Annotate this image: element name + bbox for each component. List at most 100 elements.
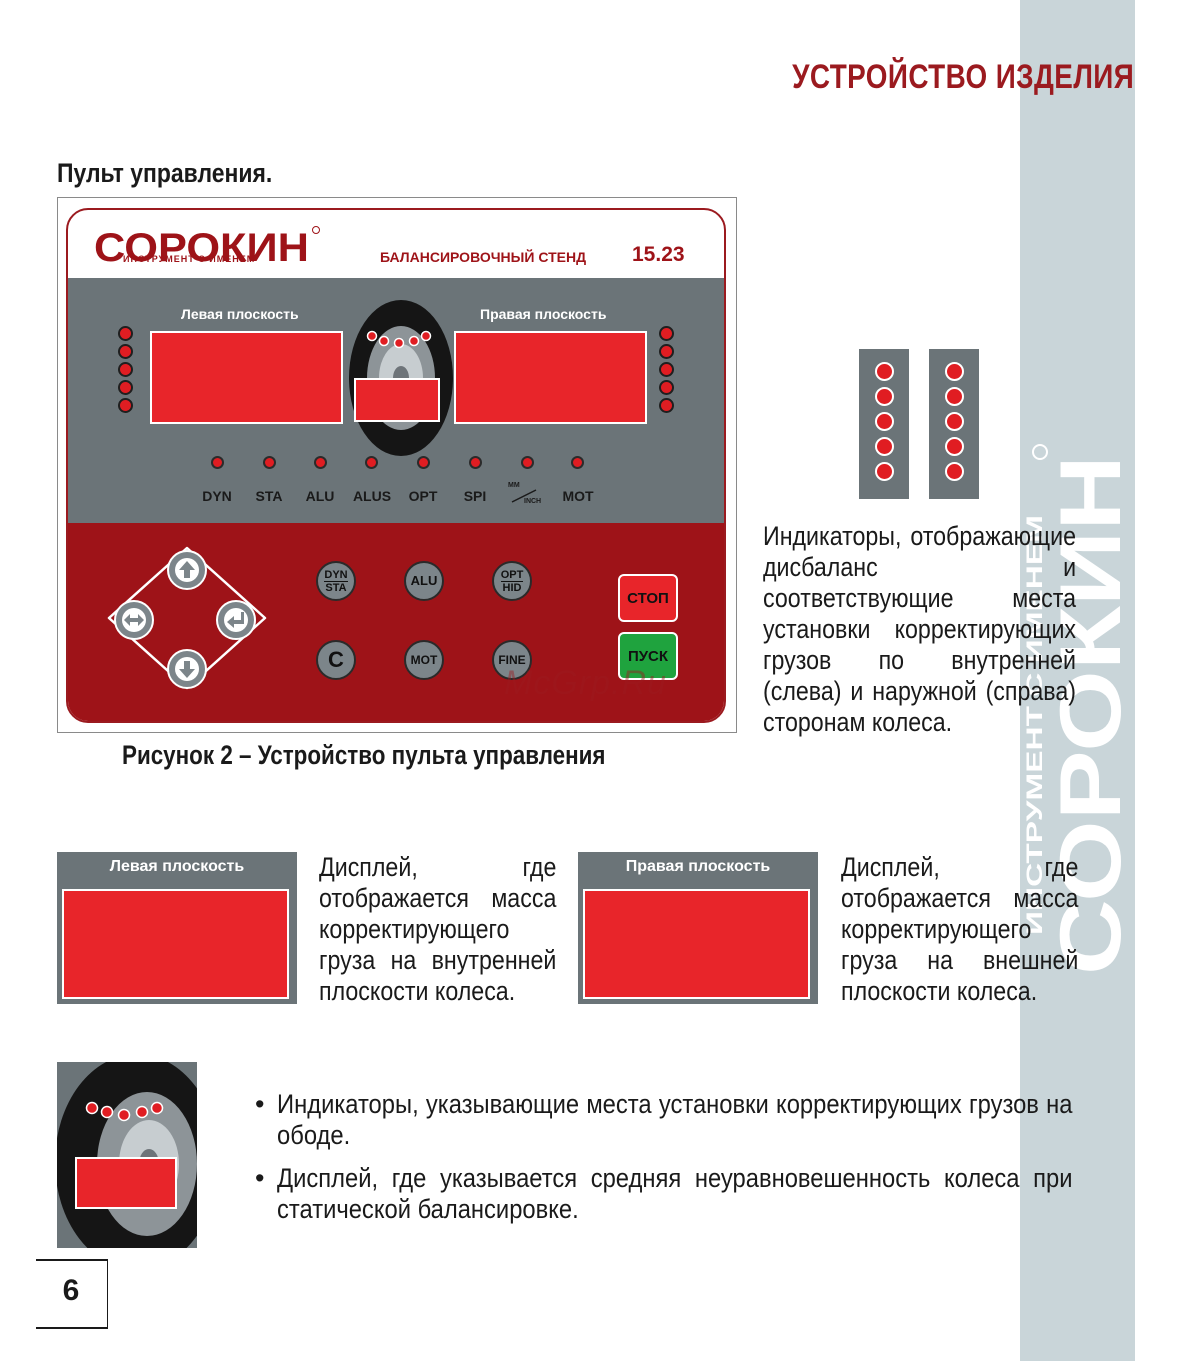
left-display-screen — [62, 889, 289, 999]
mm-label: MM — [508, 482, 520, 489]
led — [659, 326, 674, 341]
bullet-text: Индикаторы, указывающие места установки … — [277, 1089, 1073, 1150]
model-number: 15.23 — [632, 243, 685, 266]
led — [874, 387, 894, 406]
fine-button[interactable]: FINE — [492, 640, 532, 680]
model-label: БАЛАНСИРОВОЧНЫЙ СТЕНД — [380, 249, 587, 265]
alu-button[interactable]: ALU — [404, 561, 444, 601]
subheading: Пульт управления. — [57, 158, 273, 188]
wheel-indicator-card — [57, 1062, 197, 1248]
led — [659, 380, 674, 395]
side-band — [1020, 0, 1135, 1361]
arrow-down-icon — [175, 657, 199, 681]
wheel-position-leds — [366, 330, 436, 357]
mot-button[interactable]: MOT — [404, 640, 444, 680]
left-plane-display — [150, 331, 343, 424]
static-display — [354, 378, 440, 422]
enter-icon — [224, 608, 248, 632]
mode-label-spi: SPI — [463, 488, 487, 504]
right-display-card: Правая плоскость — [578, 852, 818, 1004]
left-indicator-column — [859, 349, 909, 499]
bullet-list: •Индикаторы, указывающие места установки… — [255, 1089, 1077, 1237]
mode-label-mot: MOT — [562, 488, 594, 504]
led — [944, 362, 964, 381]
enter-button[interactable] — [216, 600, 256, 640]
mode-label-sta: STA — [255, 488, 283, 504]
mode-label-alu: ALU — [305, 488, 335, 504]
arrow-down-button[interactable] — [167, 649, 207, 689]
left-plane-label: Левая плоскость — [181, 306, 299, 322]
bullet-text: Дисплей, где указывается средняя неуравн… — [277, 1163, 1073, 1224]
mode-led-mot — [571, 456, 584, 469]
arrow-up-button[interactable] — [167, 550, 207, 590]
brand-logo: СОРОКИН — [94, 224, 324, 274]
led — [944, 462, 964, 481]
mode-led-opt — [417, 456, 430, 469]
mode-led-alu — [314, 456, 327, 469]
side-brand-logo: СОРОКИН ИНСТРУМЕНТ С ИМЕНЕМ — [1020, 430, 1139, 990]
svg-text:СОРОКИН: СОРОКИН — [94, 226, 309, 270]
display-area: Левая плоскость Правая плоскость DYN STA — [68, 278, 724, 523]
led — [118, 344, 133, 359]
section-title: УСТРОЙСТВО ИЗДЕЛИЯ — [791, 58, 1134, 96]
opt-hid-bottom: HID — [502, 581, 522, 594]
right-imbalance-leds — [659, 326, 677, 416]
page-number-box — [36, 1259, 108, 1329]
led — [944, 437, 964, 456]
led — [659, 362, 674, 377]
led — [118, 380, 133, 395]
mode-led-alus — [365, 456, 378, 469]
mode-led-dyn — [211, 456, 224, 469]
list-item: •Дисплей, где указывается средняя неурав… — [255, 1163, 1073, 1224]
led — [944, 412, 964, 431]
stop-button[interactable]: СТОП — [618, 574, 678, 622]
svg-text:ИНСТРУМЕНТ С ИМЕНЕМ: ИНСТРУМЕНТ С ИМЕНЕМ — [1022, 515, 1047, 935]
figure-caption: Рисунок 2 – Устройство пульта управления — [122, 740, 606, 770]
led — [659, 398, 674, 413]
arrow-left-right-icon — [122, 608, 146, 632]
opt-hid-top: OPT — [500, 568, 524, 582]
dyn-sta-bottom: STA — [325, 581, 347, 594]
led — [874, 362, 894, 381]
led — [944, 387, 964, 406]
mode-led-spi — [469, 456, 482, 469]
led — [118, 362, 133, 377]
led — [874, 412, 894, 431]
svg-text:СОРОКИН: СОРОКИН — [1043, 455, 1135, 975]
arrow-up-icon — [175, 558, 199, 582]
left-display-description: Дисплей, где отображается масса корректи… — [319, 852, 557, 1006]
mode-label-alus: ALUS — [352, 488, 392, 504]
mode-led-sta — [263, 456, 276, 469]
right-indicator-column — [929, 349, 979, 499]
inch-label: INCH — [524, 498, 542, 505]
led — [118, 398, 133, 413]
page-number: 6 — [62, 1274, 80, 1307]
left-display-card: Левая плоскость — [57, 852, 297, 1004]
indicators-description: Индикаторы, отображающие дисбаланс и соо… — [763, 521, 1077, 737]
watermark: McGrp.Ru — [504, 664, 667, 702]
mode-label-mm-inch: MM INCH — [506, 482, 550, 508]
arrow-left-right-button[interactable] — [114, 600, 154, 640]
right-plane-label: Правая плоскость — [480, 306, 607, 322]
mode-led-mm-inch — [521, 456, 534, 469]
mode-label-opt: OPT — [408, 488, 438, 504]
right-display-description: Дисплей, где отображается масса корректи… — [841, 852, 1079, 1006]
left-imbalance-leds — [118, 326, 136, 416]
brand-tagline: ИНСТРУМЕНТ С ИМЕНЕМ — [123, 254, 256, 264]
start-button[interactable]: ПУСК — [618, 632, 678, 680]
led — [874, 462, 894, 481]
led — [874, 437, 894, 456]
c-button[interactable]: C — [316, 640, 356, 680]
led — [118, 326, 133, 341]
right-display-screen — [583, 889, 810, 999]
dyn-sta-top: DYN — [324, 568, 348, 582]
list-item: •Индикаторы, указывающие места установки… — [255, 1089, 1073, 1150]
mode-label-dyn: DYN — [202, 488, 232, 504]
right-plane-display — [454, 331, 647, 424]
left-display-title: Левая плоскость — [109, 858, 245, 875]
right-display-title: Правая плоскость — [625, 858, 771, 875]
led — [659, 344, 674, 359]
